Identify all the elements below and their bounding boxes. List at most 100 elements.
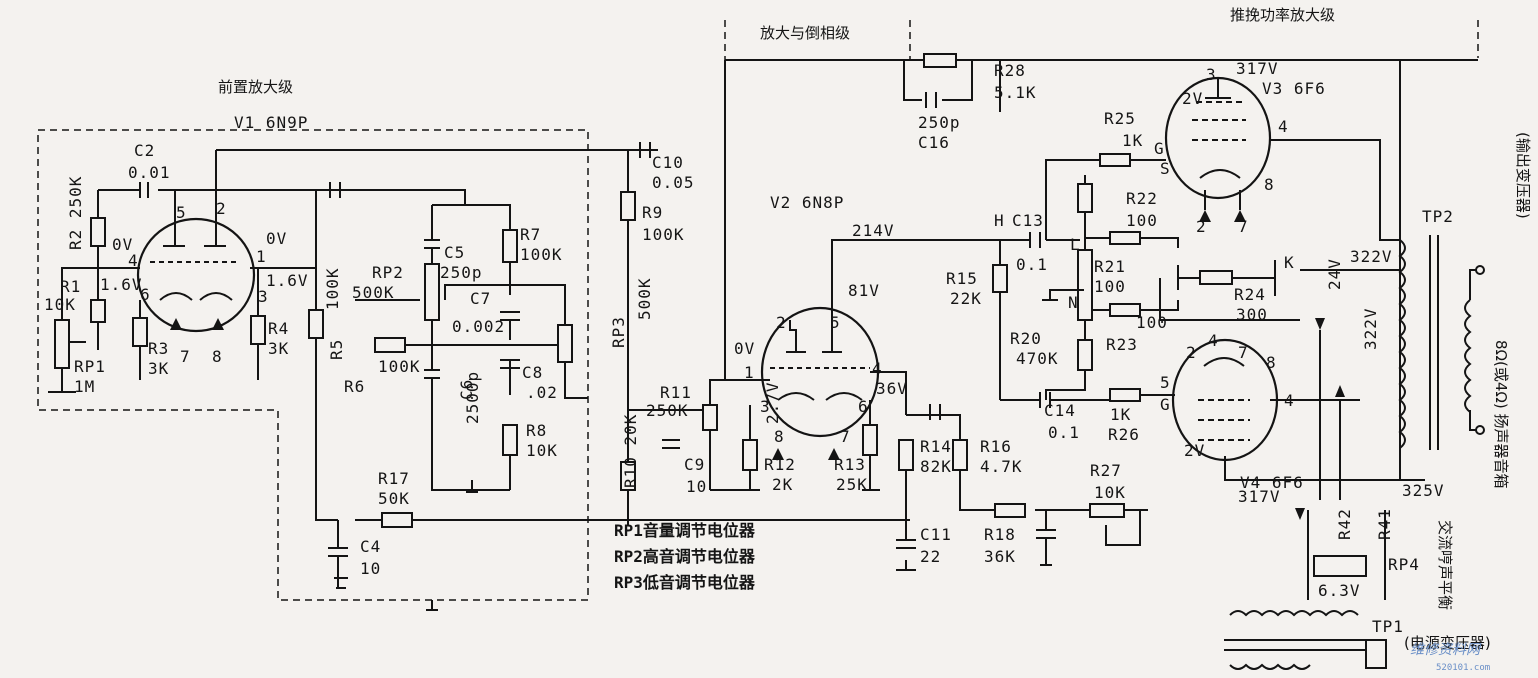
node-s: S [1160,159,1171,178]
speaker-note: 8Ω(或4Ω) 扬声器音箱 [1492,340,1510,489]
v3-label: V3 6F6 [1262,79,1326,98]
c5-value: 250p [440,263,483,282]
rp3-label: RP3 [609,316,628,348]
legend-rp3: RP3低音调节电位器 [614,573,756,592]
r16-symbol [952,439,968,471]
c8-label: C8 [522,363,543,382]
feedback-wiring [903,59,1478,112]
v4-anode-voltage: 317V [1238,487,1281,506]
supply-voltage: 325V [1402,481,1445,500]
v1-tube [136,150,256,333]
r17-symbol [381,512,413,528]
v3-tube [1164,76,1272,200]
r16-value: 4.7K [980,457,1023,476]
r27-value: 10K [1094,483,1126,502]
v1-pin: 1 [256,247,267,266]
output-transformer-note: (输出变压器) [1514,132,1532,219]
bypass-cap [929,404,941,420]
r1-value: 10K [44,295,76,314]
v3-pin: 7 [1238,217,1249,236]
rp1-value: 1M [74,377,95,396]
r24-label: R24 [1234,285,1266,304]
r3-label: R3 [148,339,169,358]
r27-wiper [1105,510,1141,546]
rp4-symbol [1313,555,1367,577]
v2-anode-voltage: 214V [852,221,895,240]
r5-label: R5 [327,339,346,360]
v1-cathode-voltage: 1.6V [100,275,143,294]
c6-value: 2500p [463,371,482,424]
r9-value: 100K [642,225,685,244]
r18-label: R18 [984,525,1016,544]
r18-symbol [994,503,1026,518]
r24-symbol [1199,270,1233,285]
power-stage-wiring [1085,60,1425,600]
v2-pin: 4 [872,359,883,378]
preamp-section-title: 前置放大级 [218,78,293,96]
v1-pin: 4 [128,251,139,270]
rp4-label: RP4 [1388,555,1420,574]
r25-value: 1K [1122,131,1143,150]
v2-pin: 6 [858,397,869,416]
c2-symbol [139,182,149,198]
c8-symbol [500,359,520,369]
v2-wiring [588,59,1160,570]
rp2-symbol [424,263,440,321]
r25-label: R25 [1104,109,1136,128]
r23-value: 100 [1136,313,1168,332]
v4-pin: 7 [1238,343,1249,362]
r12-symbol [742,439,758,471]
v2-pin: 5 [830,313,841,332]
r2-symbol [90,217,106,247]
c16-label: C16 [918,133,950,152]
legend-rp1: RP1音量调节电位器 [614,521,756,540]
c14-symbol [1039,392,1051,408]
tp1-transformer [1224,610,1370,670]
r22-value: 100 [1126,211,1158,230]
c9-symbol [662,439,680,449]
r3-symbol [132,317,148,347]
filter-cap [1036,510,1056,565]
c14-label: C14 [1044,401,1076,420]
c6-symbol [424,369,440,388]
v1-pin: 5 [176,203,187,222]
c11-symbol [896,539,916,549]
node-l: L [1070,235,1081,254]
r10-label: R10 20K [621,414,640,488]
c4-value: 10 [360,559,381,578]
v1-pin: 2 [216,199,227,218]
rp3-symbol [557,324,573,363]
v3-pin: 4 [1278,117,1289,136]
rp1-label: RP1 [74,357,106,376]
c5-symbol [424,239,440,264]
k-voltage: 24V [1325,258,1344,290]
arrow-marks [170,210,1345,520]
r13-symbol [862,424,878,456]
c16-symbol [925,92,937,108]
v1-pin: 8 [212,347,223,366]
node-g-upper: G [1154,139,1165,158]
r4-value: 3K [268,339,289,358]
r26-label: R26 [1108,425,1140,444]
r17-value: 50K [378,489,410,508]
r6-symbol [374,337,406,353]
c4-label: C4 [360,537,381,556]
r3-value: 3K [148,359,169,378]
c10-label: C10 [652,153,684,172]
r28-symbol [923,53,957,68]
r18-value: 36K [984,547,1016,566]
v4-tube [1171,338,1400,481]
r9-label: R9 [642,203,663,222]
r24-value: 300 [1236,305,1268,324]
r1-label: R1 [60,277,81,296]
tp1-label: TP1 [1372,617,1404,636]
v1-right-cathode-voltage: 1.6V [266,271,309,290]
r8-symbol [502,424,518,456]
r11-symbol [702,404,718,431]
r11-label: R11 [660,383,692,402]
r7-value: 100K [520,245,563,264]
r7-label: R7 [520,225,541,244]
v3-pin: 2 [1196,217,1207,236]
v2-cathode2-voltage: 36V [876,379,908,398]
